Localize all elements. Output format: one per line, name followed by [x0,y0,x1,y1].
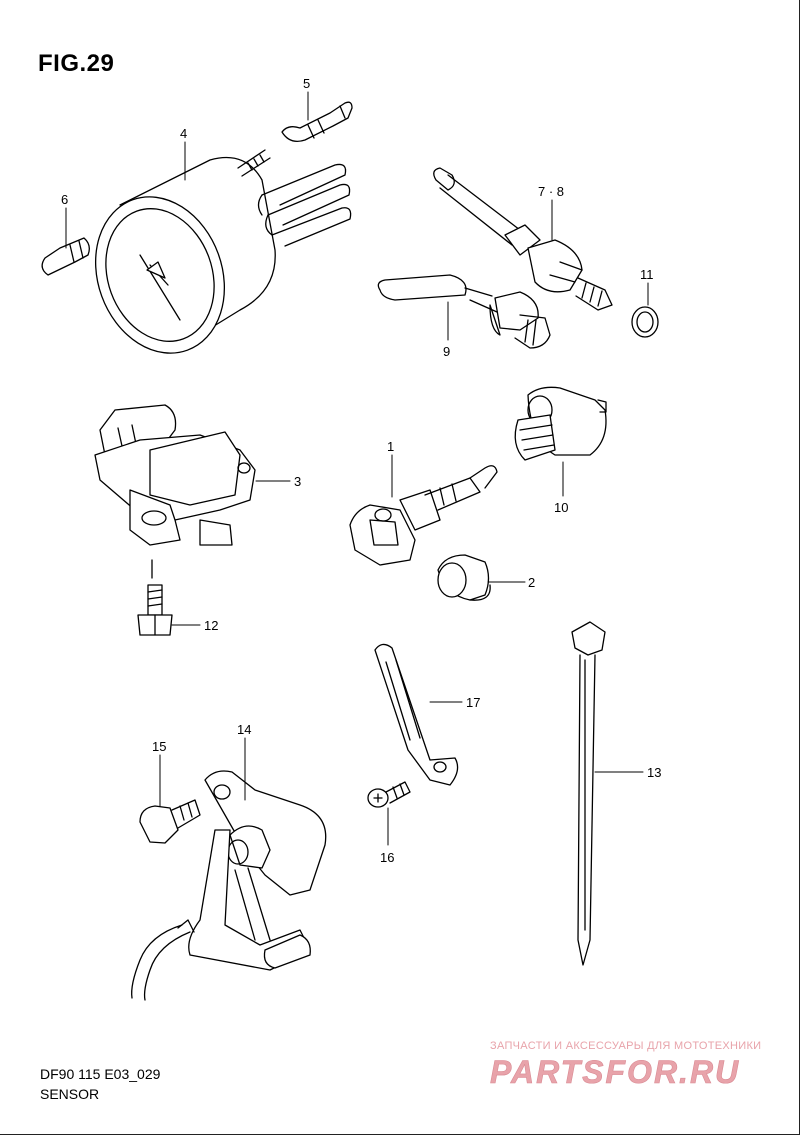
part-16-screw [367,781,411,808]
callout-12: 12 [204,618,218,633]
callout-labels: 1 2 3 4 5 6 7 · 8 9 10 11 12 13 14 15 16… [61,76,661,865]
callout-10: 10 [554,500,568,515]
callout-9: 9 [443,344,450,359]
callout-15: 15 [152,739,166,754]
section-name: SENSOR [40,1086,100,1102]
part-7-8-sensor [433,167,613,311]
watermark-tagline: ЗАПЧАСТИ И АКСЕССУАРЫ ДЛЯ МОТОТЕХНИКИ [490,1040,762,1052]
watermark-logo: PARTSFOR.RU [490,1054,740,1090]
part-11-washer [631,306,659,338]
part-1-connector [349,465,498,566]
part-10-switch [514,386,607,461]
part-15-bolt [139,799,201,844]
callout-4: 4 [180,126,187,141]
part-9-sender [377,274,551,349]
part-14-bracket [131,770,327,1001]
callout-6: 6 [61,192,68,207]
part-2-grommet [437,554,491,601]
figure-title: FIG.29 [38,50,115,77]
part-4-gauge [94,149,352,354]
callout-5: 5 [303,76,310,91]
watermark-brand: PARTSFOR.RU [490,1054,740,1090]
callout-11: 11 [640,267,654,282]
callout-17: 17 [466,695,480,710]
callout-16: 16 [380,850,394,865]
part-3-map-sensor [94,404,256,546]
part-12-bolt [137,559,173,636]
model-code: DF90 115 E03_029 [40,1066,161,1082]
callout-2: 2 [528,575,535,590]
callout-14: 14 [237,722,251,737]
part-5-pin [281,101,353,143]
part-17-clamp [374,643,459,786]
callout-13: 13 [647,765,661,780]
callout-7-8: 7 · 8 [538,184,564,199]
part-6-bulb [41,237,90,276]
part-13-cable-tie [571,621,606,966]
leader-lines [65,91,649,846]
callout-1: 1 [387,439,394,454]
callout-3: 3 [294,474,301,489]
